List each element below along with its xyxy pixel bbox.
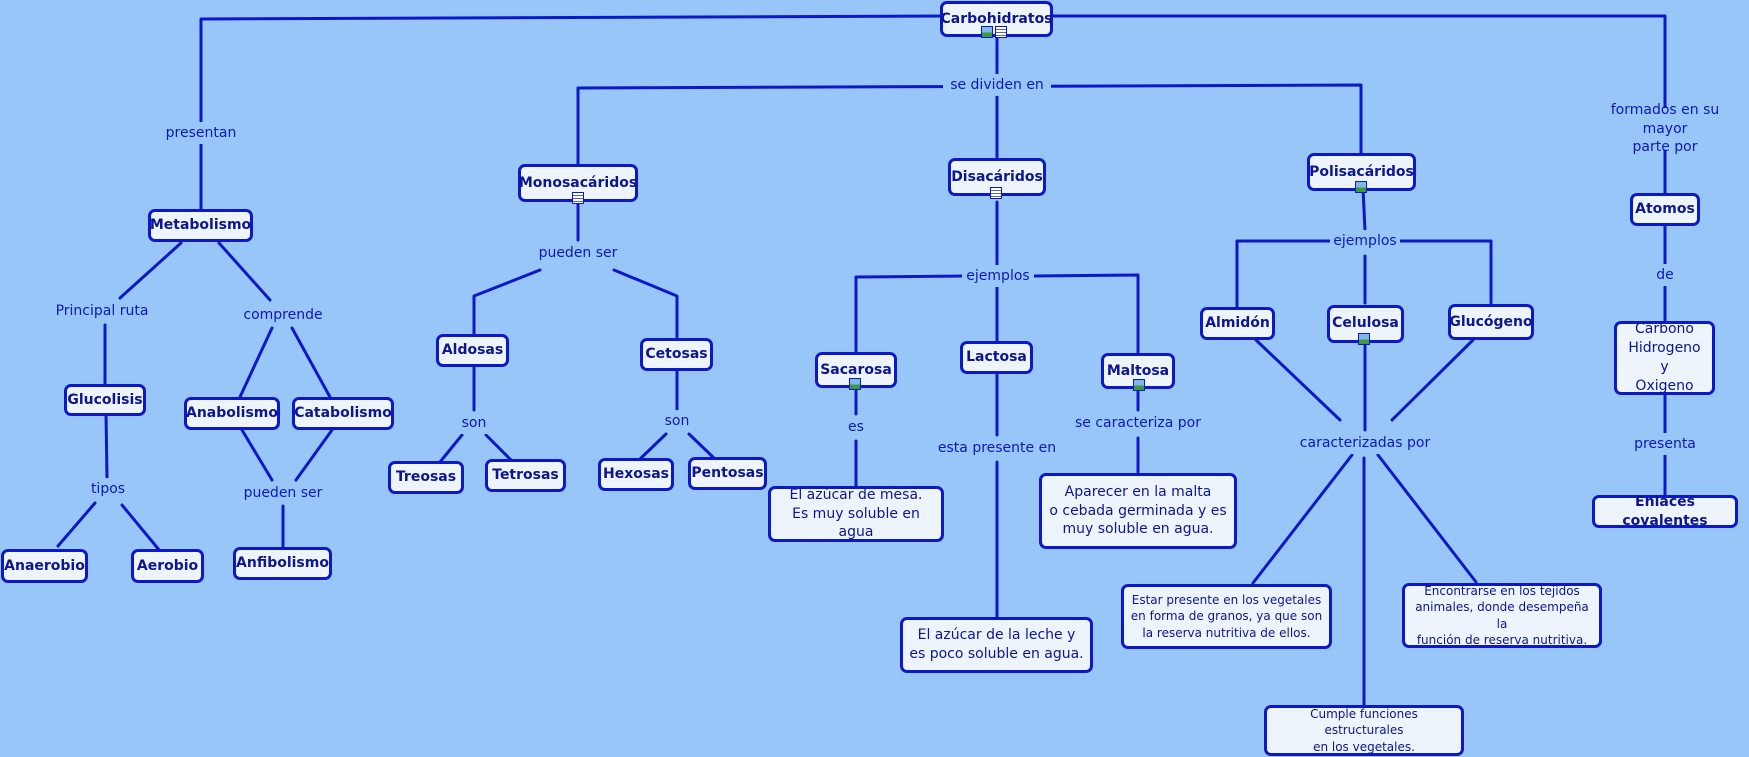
document-icon[interactable] bbox=[572, 192, 584, 204]
connector-line bbox=[612, 268, 679, 339]
link-son-aldosas: son bbox=[456, 412, 492, 434]
node-hexosas[interactable]: Hexosas bbox=[598, 458, 674, 491]
link-son-cetosas: son bbox=[659, 410, 695, 432]
image-icon[interactable] bbox=[1358, 333, 1370, 345]
connector-line bbox=[104, 412, 109, 480]
node-funciones-estructurales[interactable]: Cumple funciones estructurales en los ve… bbox=[1264, 705, 1464, 756]
connector-line bbox=[638, 432, 668, 461]
node-cetosas[interactable]: Cetosas bbox=[640, 338, 713, 371]
connector-line bbox=[1398, 239, 1493, 305]
connector-line bbox=[472, 268, 542, 336]
node-treosas[interactable]: Treosas bbox=[388, 461, 464, 494]
connector-line bbox=[484, 433, 515, 464]
link-presenta: presenta bbox=[1628, 433, 1702, 455]
node-enlaces-covalentes[interactable]: Enlaces covalentes bbox=[1592, 494, 1738, 529]
connector-line bbox=[687, 432, 717, 461]
node-pentosas[interactable]: Pentosas bbox=[688, 457, 767, 490]
celulosa-attachments bbox=[1358, 333, 1370, 345]
link-caracterizadas-por: caracterizadas por bbox=[1296, 432, 1434, 454]
node-azucar-de-mesa[interactable]: El azúcar de mesa. Es muy soluble en agu… bbox=[768, 486, 944, 542]
node-atomos[interactable]: Atomos bbox=[1630, 193, 1700, 226]
link-tipos: tipos bbox=[86, 478, 130, 500]
image-icon[interactable] bbox=[981, 26, 993, 38]
node-vegetales-granos[interactable]: Estar presente en los vegetales en forma… bbox=[1121, 584, 1332, 649]
link-se-caracteriza-por: se caracteriza por bbox=[1068, 412, 1208, 434]
connector-line bbox=[1376, 453, 1478, 584]
node-malta[interactable]: Aparecer en la malta o cebada germinada … bbox=[1039, 473, 1237, 549]
connector-line bbox=[56, 501, 97, 548]
node-lactosa[interactable]: Lactosa bbox=[960, 341, 1033, 374]
node-tejidos-animales[interactable]: Encontrarse en los tejidos animales, don… bbox=[1402, 583, 1602, 648]
link-esta-presente-en: esta presente en bbox=[934, 437, 1060, 459]
maltosa-attachments bbox=[1133, 379, 1145, 391]
connector-line bbox=[1361, 186, 1367, 233]
connector-line bbox=[290, 326, 332, 399]
connector-line bbox=[1031, 273, 1140, 356]
node-aldosas[interactable]: Aldosas bbox=[436, 334, 509, 367]
node-glucolisis[interactable]: Glucolisis bbox=[64, 384, 146, 416]
sacarosa-attachments bbox=[849, 378, 861, 390]
image-icon[interactable] bbox=[849, 378, 861, 390]
node-catabolismo[interactable]: Catabolismo bbox=[292, 397, 394, 430]
node-metabolismo[interactable]: Metabolismo bbox=[148, 209, 253, 242]
node-anfibolismo[interactable]: Anfibolismo bbox=[233, 547, 332, 580]
link-es: es bbox=[842, 416, 870, 438]
polisacaridos-attachments bbox=[1355, 181, 1367, 193]
connector-line bbox=[240, 428, 274, 482]
connector-line bbox=[1235, 239, 1332, 308]
link-comprende: comprende bbox=[238, 304, 328, 326]
link-principal-ruta: Principal ruta bbox=[50, 300, 154, 322]
link-pueden-ser-metabolismo: pueden ser bbox=[238, 482, 328, 504]
carbohidratos-attachments bbox=[981, 26, 1007, 38]
connector-line bbox=[1254, 338, 1342, 422]
link-formados-por: formados en su mayor parte por bbox=[1584, 102, 1746, 155]
connector-line bbox=[217, 241, 272, 302]
link-se-dividen-en: se dividen en bbox=[943, 74, 1051, 96]
image-icon[interactable] bbox=[1355, 181, 1367, 193]
link-presentan: presentan bbox=[160, 122, 242, 144]
node-carbono-hidrogeno-oxigeno[interactable]: Carbono Hidrogeno y Oxigeno bbox=[1614, 321, 1715, 395]
node-anaerobio[interactable]: Anaerobio bbox=[1, 549, 88, 583]
connector-line bbox=[294, 428, 334, 482]
link-ejemplos-disacaridos: ejemplos bbox=[962, 265, 1034, 287]
connector-line bbox=[854, 274, 969, 356]
link-ejemplos-polisacaridos: ejemplos bbox=[1330, 230, 1400, 252]
node-azucar-de-la-leche[interactable]: El azúcar de la leche y es poco soluble … bbox=[900, 617, 1093, 673]
connector-line bbox=[238, 326, 274, 399]
node-glucogeno[interactable]: Glucógeno bbox=[1448, 304, 1534, 340]
document-icon[interactable] bbox=[995, 26, 1007, 38]
connector-line bbox=[118, 241, 183, 300]
link-de: de bbox=[1650, 264, 1680, 286]
connector-line bbox=[120, 503, 162, 553]
node-tetrosas[interactable]: Tetrosas bbox=[485, 459, 566, 492]
document-icon[interactable] bbox=[990, 187, 1002, 199]
link-pueden-ser-monosacaridos: pueden ser bbox=[533, 242, 623, 264]
disacaridos-attachments bbox=[990, 187, 1002, 199]
monosacaridos-attachments bbox=[572, 192, 584, 204]
node-almidon[interactable]: Almidón bbox=[1200, 307, 1275, 340]
connector-line bbox=[199, 14, 943, 212]
connector-line bbox=[1251, 453, 1354, 585]
node-aerobio[interactable]: Aerobio bbox=[131, 549, 204, 583]
image-icon[interactable] bbox=[1133, 379, 1145, 391]
node-anabolismo[interactable]: Anabolismo bbox=[184, 397, 280, 430]
connector-line bbox=[438, 433, 464, 464]
connector-line bbox=[1390, 338, 1475, 422]
